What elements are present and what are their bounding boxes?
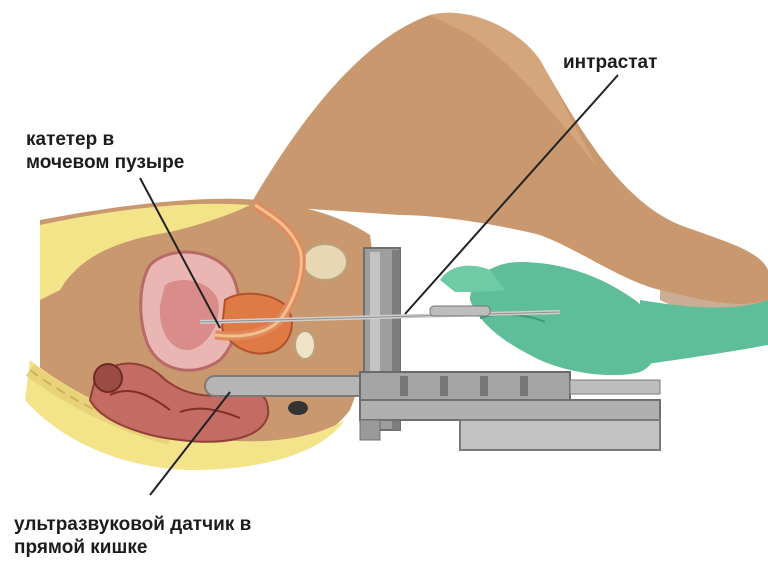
label-catheter: катетер в мочевом пузыре — [26, 128, 184, 174]
label-catheter-line-2: мочевом пузыре — [26, 151, 184, 174]
label-probe-line-1: ультразвуковой датчик в — [14, 513, 251, 536]
label-intrastat: интрастат — [563, 51, 657, 74]
pelvis-cross-section — [25, 199, 374, 470]
label-probe-line-2: прямой кишке — [14, 536, 251, 559]
label-ultrasound-probe: ультразвуковой датчик в прямой кишке — [14, 513, 251, 559]
label-catheter-line-1: катетер в — [26, 128, 184, 151]
